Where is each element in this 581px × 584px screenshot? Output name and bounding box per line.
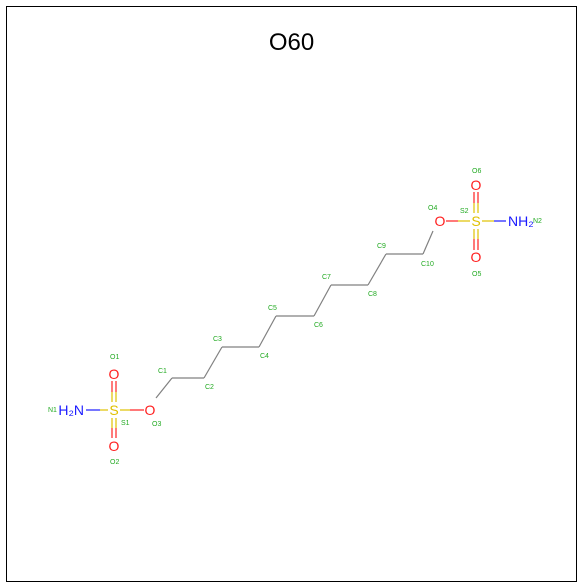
index-s1: S1 xyxy=(121,420,130,427)
bond-c8-c9 xyxy=(367,253,387,286)
atom-o6: O xyxy=(471,177,482,193)
atom-n1: H₂N xyxy=(58,402,84,418)
atom-o3: O xyxy=(145,402,156,418)
atom-o5: O xyxy=(471,249,482,265)
index-c4: C4 xyxy=(260,353,269,360)
index-o5: O5 xyxy=(472,271,481,278)
diagram-title: O60 xyxy=(268,29,315,56)
index-n1: N1 xyxy=(48,407,57,414)
index-o6: O6 xyxy=(472,168,481,175)
index-c8: C8 xyxy=(368,291,377,298)
index-c10: C10 xyxy=(421,261,434,268)
atom-s1: S xyxy=(109,402,118,418)
index-c1: C1 xyxy=(158,368,167,375)
carbon-chain xyxy=(155,230,434,399)
index-c7: C7 xyxy=(322,274,331,281)
index-c5: C5 xyxy=(268,305,277,312)
atom-s2: S xyxy=(471,213,480,229)
right-sulfamate-bonds xyxy=(446,192,506,250)
index-c3: C3 xyxy=(213,336,222,343)
atom-o2: O xyxy=(109,438,120,454)
left-sulfamate-bonds xyxy=(86,381,144,438)
index-o4: O4 xyxy=(428,205,437,212)
bond-c2-c3 xyxy=(203,346,223,379)
atom-labels: H₂N S O O O O S O O NH₂ xyxy=(58,177,533,454)
atom-index-labels: N1 S1 O1 O2 O3 O4 S2 O6 O5 N2 C1 C2 C3 C… xyxy=(48,168,542,466)
bond-c10-o4 xyxy=(422,230,434,255)
index-n2: N2 xyxy=(533,218,542,225)
bond-c6-c7 xyxy=(313,284,332,317)
bond-c4-c5 xyxy=(258,315,277,348)
index-c9: C9 xyxy=(377,243,386,250)
index-s2: S2 xyxy=(460,208,469,215)
diagram-frame: O60 xyxy=(6,6,577,582)
atom-n2: NH₂ xyxy=(508,213,534,229)
atom-o4: O xyxy=(435,213,446,229)
index-c2: C2 xyxy=(205,384,214,391)
atom-o1: O xyxy=(109,366,120,382)
index-o1: O1 xyxy=(110,354,119,361)
bond-o3-c1 xyxy=(155,377,173,399)
index-c6: C6 xyxy=(314,322,323,329)
index-o2: O2 xyxy=(110,459,119,466)
index-o3: O3 xyxy=(152,421,161,428)
